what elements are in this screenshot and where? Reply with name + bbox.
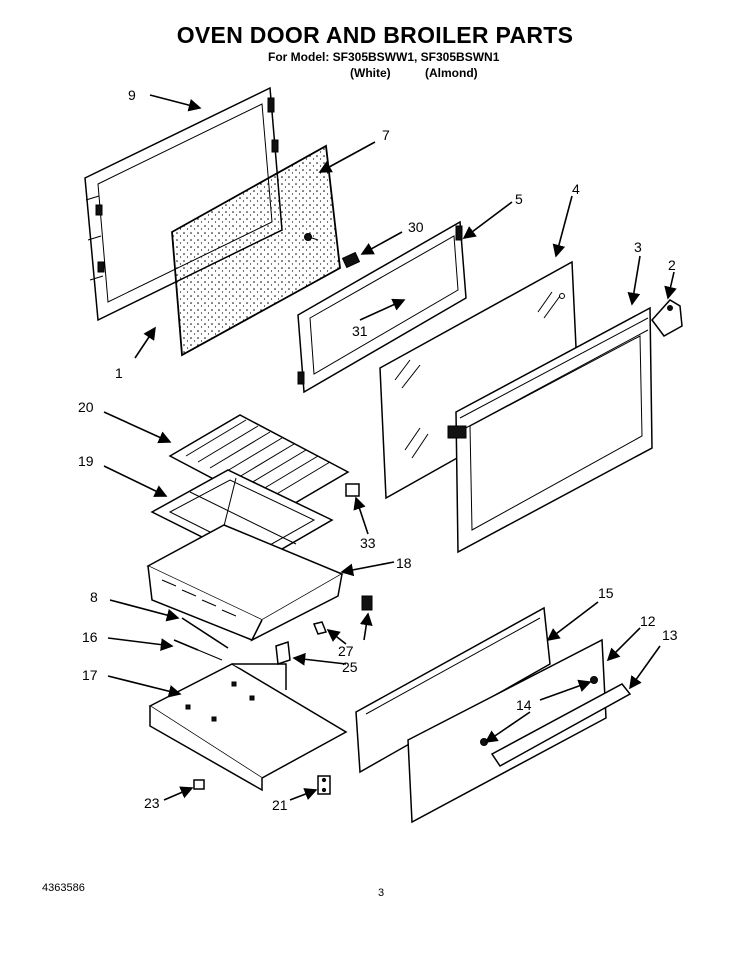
callout-18: 18 — [396, 555, 412, 571]
document-number: 4363586 — [42, 882, 85, 894]
part-8-rod — [181, 617, 229, 649]
callout-9: 9 — [128, 87, 136, 103]
callout-27: 27 — [338, 643, 354, 659]
page-title: OVEN DOOR AND BROILER PARTS — [176, 22, 574, 48]
callout-1: 1 — [115, 365, 123, 381]
part-2-hinge — [651, 299, 683, 337]
part-30-clip — [304, 233, 361, 269]
part-17-drawer-bottom — [148, 663, 348, 792]
callout-7: 7 — [382, 127, 390, 143]
callout-31: 31 — [352, 323, 368, 339]
callout-20: 20 — [78, 399, 94, 415]
part-15-drawer-liner — [355, 606, 551, 774]
part-23-foot — [193, 779, 205, 790]
part-21-hinge-clip — [317, 775, 331, 795]
callout-2: 2 — [668, 257, 676, 273]
page-number: 3 — [378, 887, 385, 899]
part-33-knob — [345, 483, 360, 497]
callout-21: 21 — [272, 797, 288, 813]
callout-19: 19 — [78, 453, 94, 469]
color-almond-label: (Almond) — [425, 66, 478, 80]
part-9-inner-door-frame — [84, 86, 283, 322]
callout-4: 4 — [572, 181, 580, 197]
callout-14: 14 — [516, 697, 532, 713]
callout-5: 5 — [515, 191, 523, 207]
callout-17: 17 — [82, 667, 98, 683]
part-13-drawer-handle — [490, 683, 632, 767]
part-27-clip — [312, 595, 373, 635]
callout-16: 16 — [82, 629, 98, 645]
part-5-door-panel — [297, 220, 467, 394]
part-16-spring — [173, 639, 223, 661]
callout-12: 12 — [640, 613, 656, 629]
callout-15: 15 — [598, 585, 614, 601]
callout-25: 25 — [342, 659, 358, 675]
callout-3: 3 — [634, 239, 642, 255]
callout-8: 8 — [90, 589, 98, 605]
callout-23: 23 — [144, 795, 160, 811]
color-white-label: (White) — [350, 66, 391, 80]
callout-30: 30 — [408, 219, 424, 235]
model-line: For Model: SF305BSWW1, SF305BSWN1 — [268, 50, 500, 64]
callout-13: 13 — [662, 627, 678, 643]
leader-lines — [103, 94, 677, 801]
part-7-insulation — [171, 144, 341, 357]
part-3-door-frame — [447, 306, 653, 554]
part-18-broiler-pan — [146, 524, 344, 642]
callout-33: 33 — [360, 535, 376, 551]
part-25-bracket — [275, 640, 291, 666]
callout-numbers: 9 7 1 30 31 5 4 3 2 20 19 18 33 8 16 17 … — [78, 87, 678, 813]
